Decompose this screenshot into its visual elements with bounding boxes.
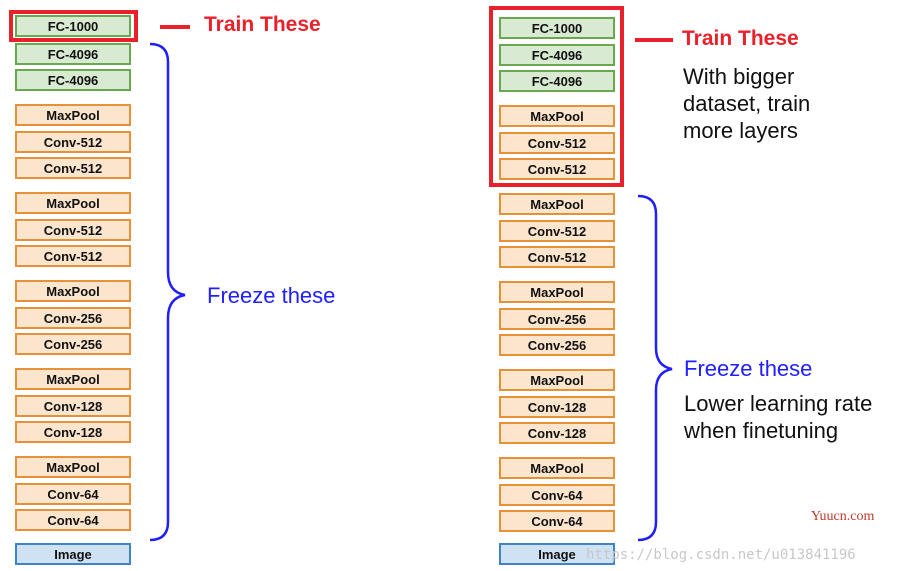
layer-block: Conv-512 — [15, 157, 131, 179]
freeze-note-line: Lower learning rate — [684, 391, 873, 416]
layer-block: MaxPool — [499, 457, 615, 479]
layer-block: Conv-128 — [15, 421, 131, 443]
layer-block: Conv-512 — [499, 132, 615, 154]
layer-block: FC-1000 — [15, 15, 131, 37]
layer-block: FC-4096 — [499, 70, 615, 92]
layer-block: Conv-256 — [499, 308, 615, 330]
layer-block: Conv-64 — [15, 509, 131, 531]
layer-block: Conv-512 — [15, 219, 131, 241]
train-pointer-line — [635, 38, 673, 42]
train-note-line: more layers — [683, 118, 798, 143]
layer-block: Conv-256 — [15, 307, 131, 329]
layer-block: Conv-64 — [15, 483, 131, 505]
layer-block: Conv-256 — [499, 334, 615, 356]
train-note: With bigger dataset, train more layers — [683, 63, 810, 144]
layer-block: MaxPool — [499, 369, 615, 391]
train-label: Train These — [682, 27, 799, 50]
layer-block: FC-1000 — [499, 17, 615, 39]
layer-block: Conv-128 — [499, 396, 615, 418]
layer-block: Conv-256 — [15, 333, 131, 355]
train-note-line: dataset, train — [683, 91, 811, 116]
layer-block: MaxPool — [15, 456, 131, 478]
input-image-block: Image — [15, 543, 131, 565]
layer-block: Conv-512 — [499, 246, 615, 268]
layer-block: Conv-64 — [499, 484, 615, 506]
train-highlight-box — [9, 10, 138, 42]
layer-block: FC-4096 — [499, 44, 615, 66]
train-pointer-line — [160, 25, 190, 29]
layer-block: Conv-512 — [499, 220, 615, 242]
train-highlight-box — [489, 6, 624, 187]
layer-block: Conv-128 — [15, 395, 131, 417]
layer-block: MaxPool — [15, 280, 131, 302]
layer-block: MaxPool — [15, 368, 131, 390]
layer-block: Conv-512 — [499, 158, 615, 180]
layer-block: MaxPool — [499, 105, 615, 127]
site-watermark: Yuucn.com — [811, 509, 875, 524]
freeze-label: Freeze these — [207, 283, 336, 308]
layer-block: Conv-64 — [499, 510, 615, 532]
layer-block: MaxPool — [15, 104, 131, 126]
url-watermark: https://blog.csdn.net/u013841196 — [586, 547, 856, 563]
train-note-line: With bigger — [683, 64, 795, 89]
layer-block: FC-4096 — [15, 69, 131, 91]
layer-block: MaxPool — [15, 192, 131, 214]
freeze-note: Lower learning rate when finetuning — [684, 390, 872, 444]
layer-block: MaxPool — [499, 281, 615, 303]
train-label: Train These — [204, 13, 321, 36]
layer-block: Conv-512 — [15, 131, 131, 153]
layer-block: FC-4096 — [15, 43, 131, 65]
input-image-block: Image — [499, 543, 615, 565]
layer-block: MaxPool — [499, 193, 615, 215]
layer-block: Conv-512 — [15, 245, 131, 267]
freeze-note-line: when finetuning — [684, 418, 839, 443]
freeze-label: Freeze these — [684, 356, 813, 381]
layer-block: Conv-128 — [499, 422, 615, 444]
